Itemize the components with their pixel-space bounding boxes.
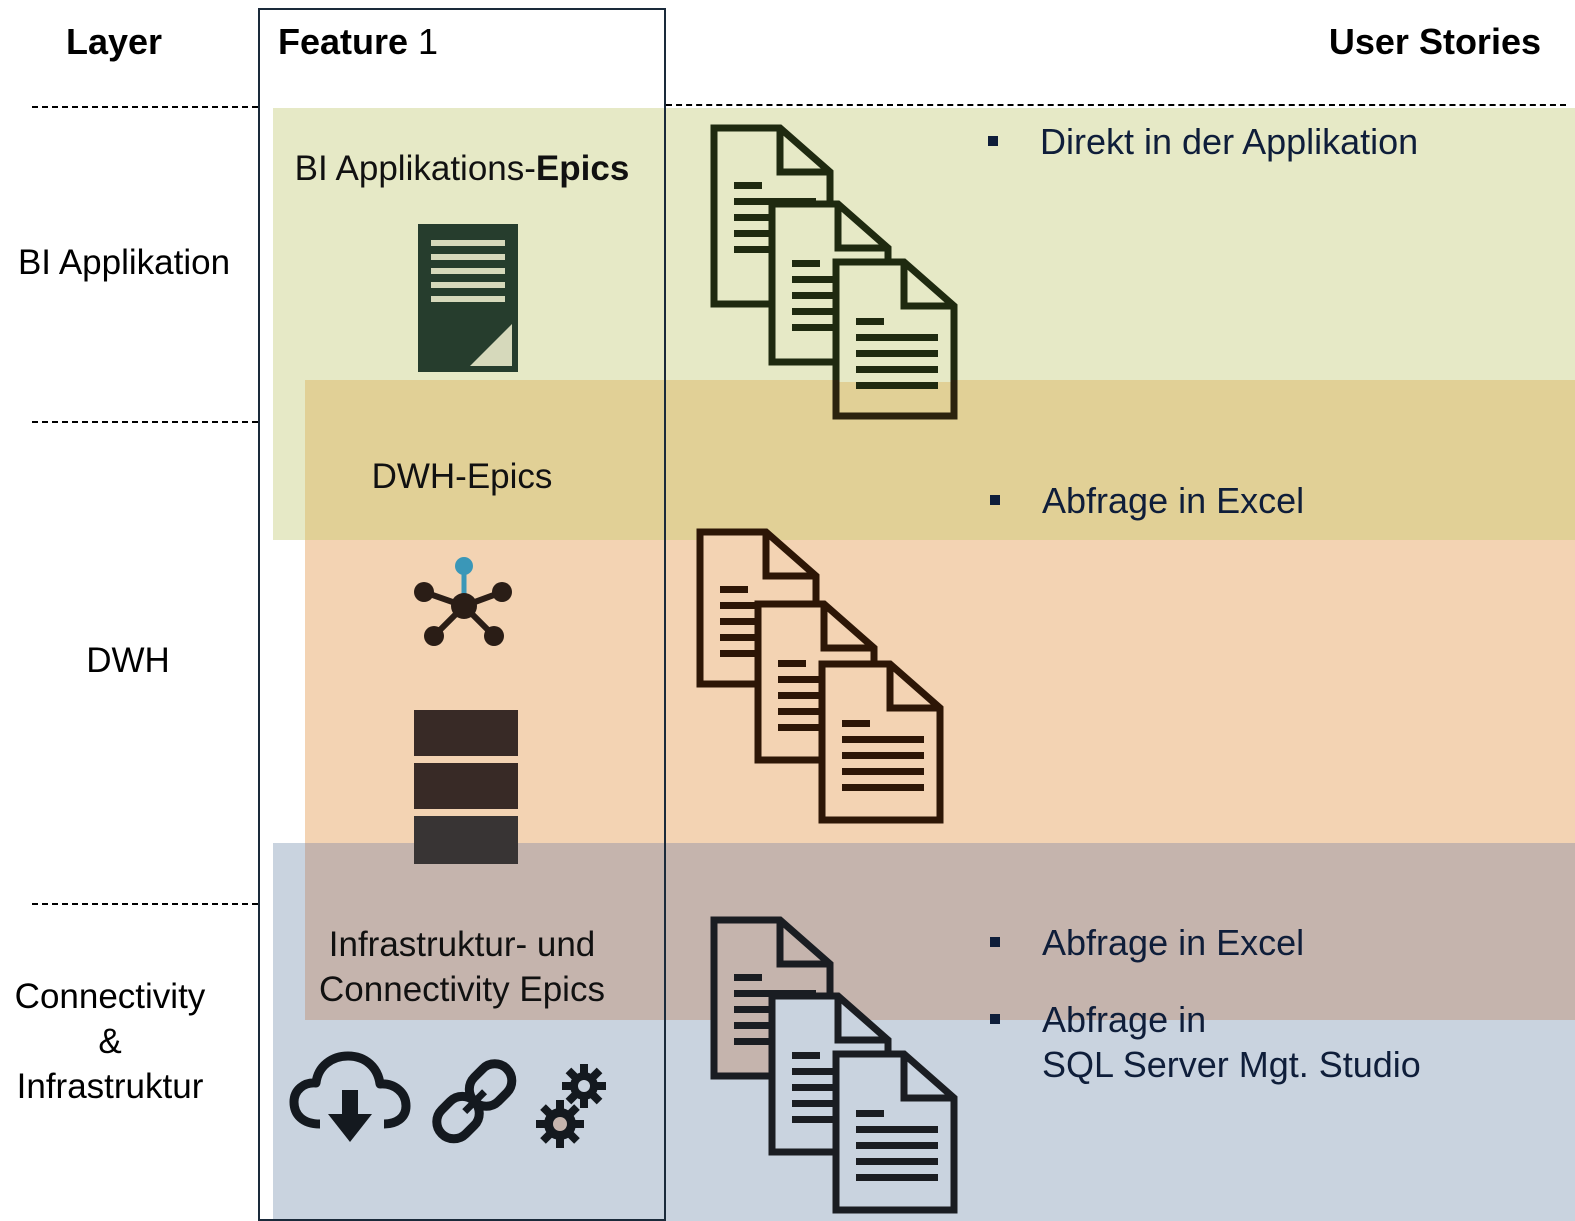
database-icon — [414, 710, 518, 864]
separator-dwh-infra — [32, 903, 258, 905]
epic-label-bi-prefix: BI Applikations- — [294, 149, 536, 188]
bullet-square — [990, 1014, 1000, 1024]
bullet-square — [990, 937, 1000, 947]
story-text: Abfrage in Excel — [1042, 480, 1305, 521]
gears-icon — [536, 1064, 606, 1148]
link-icon — [432, 1059, 517, 1144]
bullet-square — [990, 495, 1000, 505]
stacked-documents-icon-bi — [710, 124, 958, 420]
bullet-square — [988, 136, 998, 146]
band-overlap-dwh-infra — [305, 843, 1575, 1020]
layer-label-dwh: DWH — [86, 641, 170, 680]
stacked-documents-icon-dwh — [696, 528, 944, 824]
story-text-line1: Abfrage in — [1042, 999, 1207, 1040]
layer-label-connectivity-1: Connectivity — [14, 977, 206, 1016]
separator-header-right — [666, 104, 1566, 106]
layer-label-connectivity: Connectivity & Infrastruktur — [0, 974, 220, 1109]
story-text: Direkt in der Applikation — [1040, 121, 1419, 162]
epic-label-infra-1: Infrastruktur- und — [328, 925, 596, 964]
feature-column-frame — [258, 8, 666, 1221]
feature-header-bold: Feature — [278, 21, 409, 62]
epic-label-bi-bold: Epics — [535, 149, 630, 188]
stacked-documents-icon-infra — [710, 916, 958, 1214]
story-text-line2: SQL Server Mgt. Studio — [1042, 1044, 1421, 1085]
user-stories-header: User Stories — [1328, 21, 1541, 62]
layer-label-bi: BI Applikation — [17, 243, 231, 282]
epic-label-infra-2: Connectivity Epics — [319, 970, 605, 1009]
epic-label-bi: BI Applikations-Epics — [262, 146, 662, 191]
layer-label-connectivity-3: Infrastruktur — [16, 1067, 204, 1106]
story-text: Abfrage in Excel — [1042, 922, 1305, 963]
story-text: Abfrage in SQL Server Mgt. Studio — [1042, 997, 1421, 1087]
feature-header-number: 1 — [408, 21, 439, 62]
epic-label-infra: Infrastruktur- und Connectivity Epics — [262, 922, 662, 1012]
separator-bi-dwh — [32, 421, 258, 423]
epic-label-dwh: DWH-Epics — [371, 457, 553, 496]
layer-header: Layer — [66, 21, 163, 62]
separator-header — [32, 106, 258, 108]
cloud-download-icon — [289, 1051, 411, 1142]
feature-header: Feature 1 — [278, 21, 438, 63]
document-icon — [418, 224, 518, 372]
network-node-icon — [414, 557, 512, 646]
layer-label-connectivity-2: & — [98, 1022, 122, 1061]
